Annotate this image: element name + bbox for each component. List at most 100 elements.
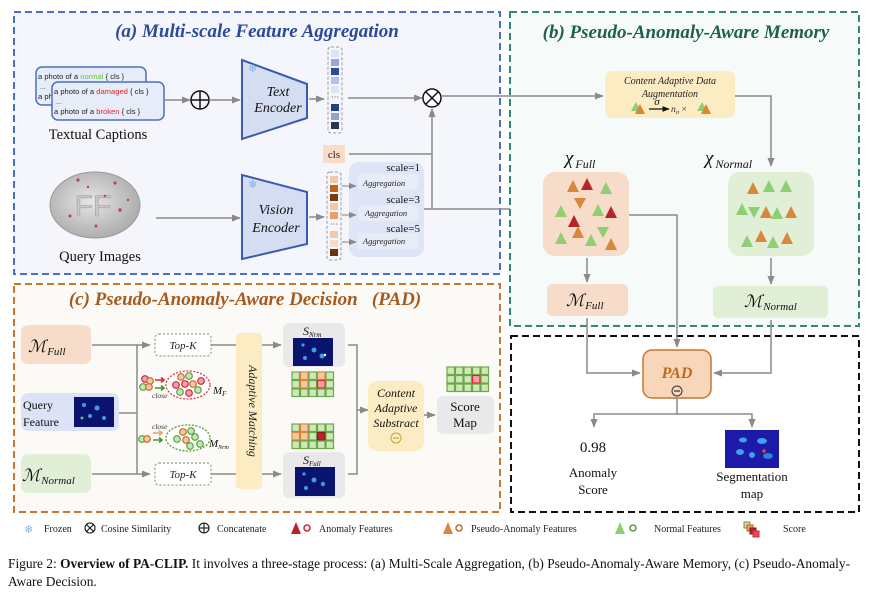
score-cell xyxy=(291,423,301,433)
vision-encoder xyxy=(241,173,308,261)
score-cell xyxy=(471,374,481,384)
legend: ❄ Frozen Cosine Similarity Concatenate A… xyxy=(24,521,806,538)
svg-text:ℳNormal: ℳNormal xyxy=(744,292,797,313)
m-full-memory xyxy=(547,284,628,316)
score-cell xyxy=(291,388,301,398)
anomaly-score-value: 0.98 xyxy=(580,440,606,456)
pseudo-anomaly-feature-marker xyxy=(145,383,153,391)
svg-text:···: ··· xyxy=(331,93,339,102)
aggregation-block-3 xyxy=(358,233,418,249)
svg-text:FF: FF xyxy=(75,190,112,223)
caption-ellipsis: ... xyxy=(40,84,46,91)
normal-feature-marker xyxy=(555,232,567,244)
svg-text:ℳFull: ℳFull xyxy=(28,337,66,358)
vision-feature-tokens: ··· xyxy=(326,171,342,261)
score-cell xyxy=(325,379,335,389)
score-cell xyxy=(308,388,318,398)
score-cell xyxy=(325,423,335,433)
svg-text:SFull: SFull xyxy=(303,453,321,468)
normal-feature-marker xyxy=(597,227,609,238)
mnrm-label: MNrm xyxy=(208,438,230,451)
legend-concatenate: Concatenate xyxy=(217,524,267,535)
pseudo-anomaly-feature-marker xyxy=(605,238,617,250)
c-m-normal xyxy=(21,454,91,493)
score-cell xyxy=(291,379,301,389)
pseudo-anomaly-feature-marker xyxy=(182,436,190,444)
memory-cluster-normal xyxy=(165,424,211,452)
svg-text:Adaptive Matching: Adaptive Matching xyxy=(246,364,260,457)
svg-text:Query: Query xyxy=(23,398,53,412)
svg-text:Content: Content xyxy=(377,386,416,400)
figure-caption: Figure 2: Overview of PA-CLIP. It involv… xyxy=(8,556,851,589)
pseudo-anomaly-feature-marker xyxy=(567,180,579,192)
close-label-2: close xyxy=(152,422,168,431)
pull-arrow xyxy=(153,429,164,437)
svg-text:Augmentation: Augmentation xyxy=(641,89,698,100)
caption-ellipsis-2: ... xyxy=(56,99,62,106)
cosine-similarity-icon xyxy=(422,88,442,108)
score-cell xyxy=(299,371,309,381)
normal-feature-marker xyxy=(185,372,193,380)
scale-1-label: scale=1 xyxy=(386,162,420,174)
svg-text:map: map xyxy=(741,486,763,501)
normal-feature-marker xyxy=(585,234,597,246)
normal-feature-marker xyxy=(600,182,612,194)
normal-feature-marker xyxy=(748,207,760,218)
query-image-pill: FF xyxy=(49,171,141,239)
panel-a-title: (a) Multi-scale Feature Aggregation xyxy=(115,21,399,42)
svg-text:Aggregation: Aggregation xyxy=(364,208,407,218)
normal-feature-marker xyxy=(194,386,202,394)
svg-text:SNrm: SNrm xyxy=(303,324,321,339)
caption-card-anomaly xyxy=(51,81,165,121)
chi-full-features xyxy=(555,178,617,250)
anomaly-feature-marker xyxy=(197,377,205,385)
pseudo-anomaly-feature-marker xyxy=(760,206,772,218)
anomaly-feature-marker xyxy=(181,380,189,388)
normal-feature-marker xyxy=(592,204,604,216)
svg-text:Feature: Feature xyxy=(23,415,59,429)
score-map xyxy=(437,396,494,434)
pseudo-anomaly-feature-marker xyxy=(781,232,793,244)
caption-damaged-line: a photo of a damaged { cls } xyxy=(54,87,149,96)
normal-feature-marker xyxy=(780,180,792,192)
normal-feature-marker xyxy=(186,442,194,450)
pseudo-anomaly-feature-icon xyxy=(443,522,463,534)
score-cell xyxy=(454,374,464,384)
score-cell xyxy=(291,371,301,381)
legend-score: Score xyxy=(783,524,806,535)
score-cell xyxy=(480,374,490,384)
panel-a-multiscale-aggregation: (a) Multi-scale Feature Aggregation a ph… xyxy=(13,11,537,275)
pa-clip-overview-diagram: (a) Multi-scale Feature Aggregation a ph… xyxy=(13,11,860,538)
score-cell xyxy=(308,379,318,389)
vision-encoder-label-2: Encoder xyxy=(251,221,300,236)
pseudo-anomaly-feature-marker xyxy=(755,230,767,242)
svg-text:Aggregation: Aggregation xyxy=(362,236,405,246)
score-cell xyxy=(316,371,326,381)
text-encoder-label-2: Encoder xyxy=(253,101,302,116)
score-map-grid xyxy=(446,366,490,393)
s-full-heatmap xyxy=(295,467,335,496)
memory-cluster-full xyxy=(165,370,211,400)
caption-broken-line: a photo of a broken { cls } xyxy=(54,107,141,116)
svg-text:···: ··· xyxy=(330,220,338,229)
panel-c-title: (c) Pseudo-Anomaly-Aware Decision (PAD) xyxy=(69,289,421,310)
normal-feature-marker xyxy=(176,388,184,396)
normal-feature-marker xyxy=(191,433,199,441)
anomaly-feature-icon xyxy=(291,522,311,534)
pseudo-anomaly-feature-marker xyxy=(189,380,197,388)
pull-arrow xyxy=(153,436,164,444)
snowflake-icon: ❄ xyxy=(248,63,257,75)
legend-pseudo-anomaly-features: Pseudo-Anomaly Features xyxy=(471,524,577,535)
text-encoder-label-1: Text xyxy=(267,85,291,100)
query-points xyxy=(138,375,166,444)
score-cell xyxy=(308,371,318,381)
c-m-full xyxy=(21,325,91,364)
adaptive-matching xyxy=(236,333,262,489)
score-cell xyxy=(308,423,318,433)
score-cell xyxy=(299,431,309,441)
score-cell xyxy=(308,431,318,441)
query-feature-heatmap xyxy=(74,397,114,427)
augment-triangles-right xyxy=(697,102,711,114)
